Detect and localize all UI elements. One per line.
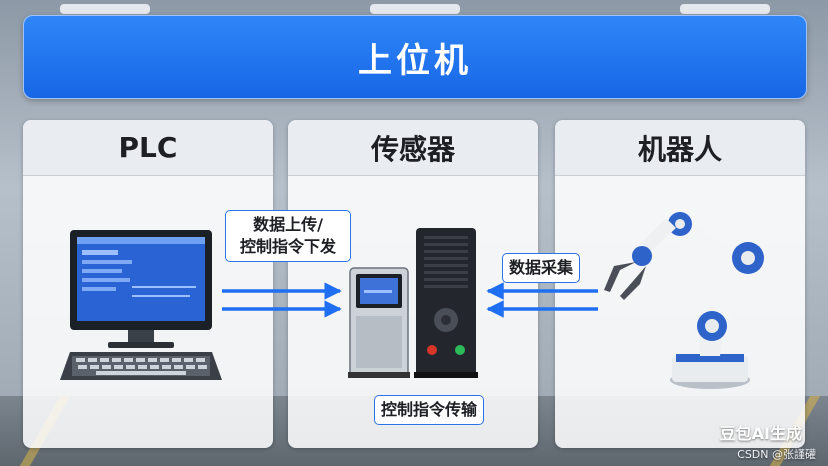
robot-to-sensor-arrows — [486, 282, 598, 318]
desktop-computer-icon — [60, 230, 222, 380]
plc-panel-title: PLC — [118, 131, 178, 164]
robot-panel-title: 机器人 — [637, 132, 722, 166]
plc-panel-header: PLC — [23, 120, 273, 176]
data-upload-label: 数据上传/ 控制指令下发 — [225, 210, 351, 262]
sensor-device-icon — [348, 228, 478, 378]
ceiling-light — [370, 4, 460, 14]
ceiling-light — [60, 4, 150, 14]
data-upload-line2: 控制指令下发 — [239, 237, 336, 256]
plc-to-sensor-arrows — [222, 282, 342, 318]
robot-panel-header: 机器人 — [555, 120, 805, 176]
ceiling-light — [680, 4, 770, 14]
robot-arm-icon — [604, 212, 768, 389]
command-transmit-label: 控制指令传输 — [374, 395, 485, 425]
sensor-panel-title: 传感器 — [370, 132, 455, 166]
banner-title: 上位机 — [358, 40, 472, 81]
data-upload-line1: 数据上传/ — [253, 215, 323, 234]
credit-text: CSDN @张謹礶 — [737, 448, 816, 461]
robot-panel: 机器人 — [555, 120, 805, 448]
sensor-panel-header: 传感器 — [288, 120, 538, 176]
host-computer-banner: 上位机 — [23, 15, 807, 99]
data-collect-label: 数据采集 — [502, 253, 581, 283]
ai-watermark: 豆包AI生成 — [719, 424, 802, 443]
